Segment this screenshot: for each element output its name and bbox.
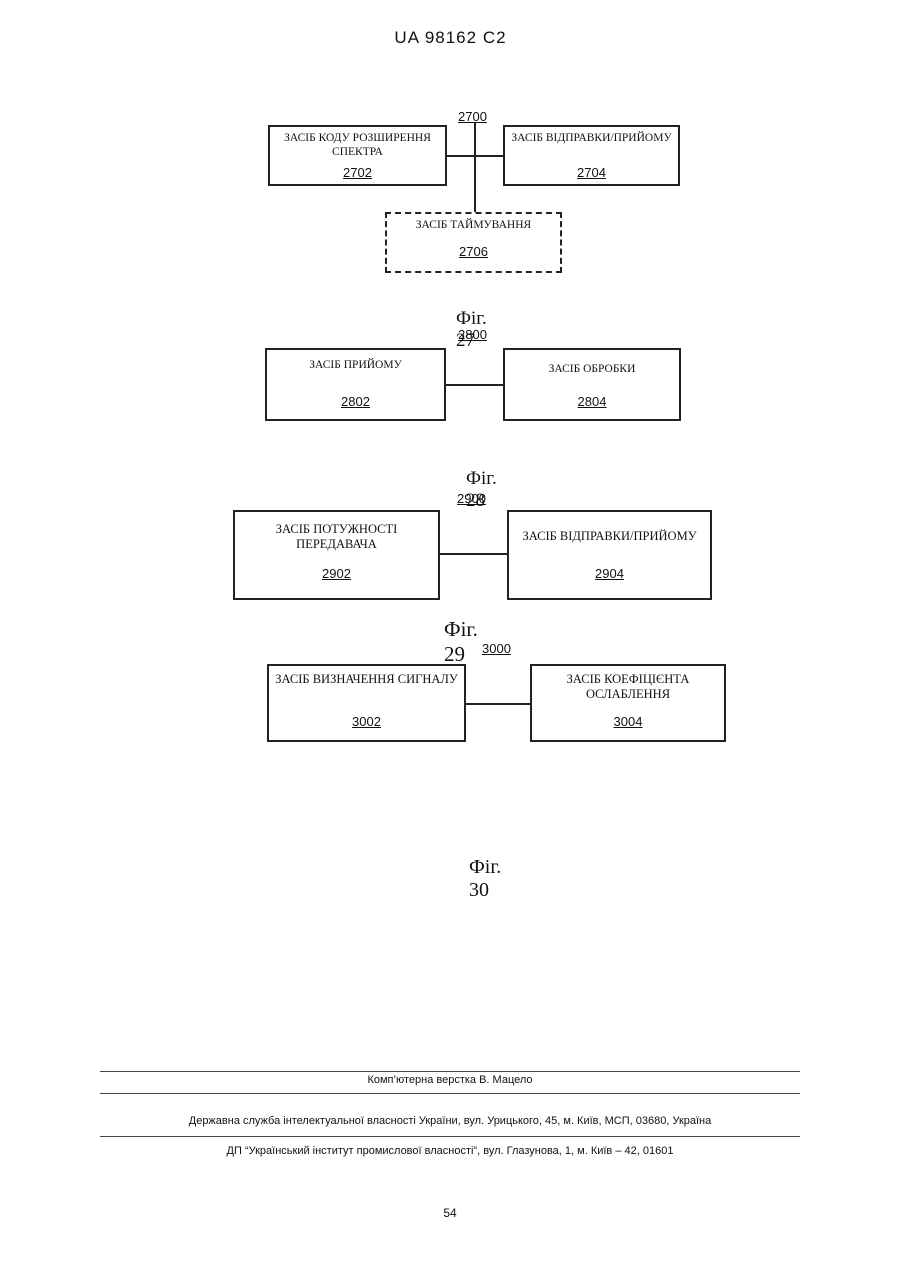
block-number: 2804 bbox=[505, 394, 679, 409]
connector-line bbox=[440, 553, 508, 555]
block-label: ЗАСІБ КОЕФІЦІЄНТА ОСЛАБЛЕННЯ bbox=[532, 672, 724, 702]
figure-30-caption: Фіг. 30 bbox=[469, 856, 501, 902]
block-number: 2704 bbox=[505, 165, 678, 180]
block-label: ЗАСІБ ПОТУЖНОСТІ ПЕРЕДАВАЧА bbox=[235, 522, 438, 552]
footer-layout-credit: Комп’ютерна верстка В. Мацело bbox=[100, 1074, 800, 1086]
block-3002: ЗАСІБ ВИЗНАЧЕННЯ СИГНАЛУ 3002 bbox=[267, 664, 466, 742]
figure-29-caption: Фіг. 29 bbox=[444, 617, 478, 667]
block-number: 2706 bbox=[387, 244, 560, 259]
block-2704: ЗАСІБ ВІДПРАВКИ/ПРИЙОМУ 2704 bbox=[503, 125, 680, 186]
block-label: ЗАСІБ ВИЗНАЧЕННЯ СИГНАЛУ bbox=[269, 672, 464, 687]
block-label: ЗАСІБ ПРИЙОМУ bbox=[267, 358, 444, 372]
block-label: ЗАСІБ ВІДПРАВКИ/ПРИЙОМУ bbox=[505, 131, 678, 145]
page-number: 54 bbox=[100, 1206, 800, 1220]
block-number: 2802 bbox=[267, 394, 444, 409]
footer-institute: ДП “Український інститут промислової вла… bbox=[100, 1145, 800, 1157]
block-label: ЗАСІБ КОДУ РОЗШИРЕННЯ СПЕКТРА bbox=[270, 131, 445, 159]
block-number: 2904 bbox=[509, 566, 710, 581]
figure-30-ref: 3000 bbox=[482, 641, 511, 656]
block-number: 2902 bbox=[235, 566, 438, 581]
footer-divider bbox=[100, 1136, 800, 1137]
block-number: 3004 bbox=[532, 714, 724, 729]
connector-line bbox=[466, 703, 531, 705]
figure-28-ref: 2800 bbox=[458, 327, 487, 342]
footer-divider bbox=[100, 1093, 800, 1094]
block-2706: ЗАСІБ ТАЙМУВАННЯ 2706 bbox=[385, 212, 562, 273]
ref-leader-line bbox=[474, 123, 476, 156]
footer-agency: Державна служба інтелектуальної власност… bbox=[100, 1115, 800, 1127]
figure-27-ref: 2700 bbox=[458, 109, 487, 124]
block-2904: ЗАСІБ ВІДПРАВКИ/ПРИЙОМУ 2904 bbox=[507, 510, 712, 600]
block-2702: ЗАСІБ КОДУ РОЗШИРЕННЯ СПЕКТРА 2702 bbox=[268, 125, 447, 186]
patent-number: UA 98162 C2 bbox=[0, 28, 901, 48]
block-3004: ЗАСІБ КОЕФІЦІЄНТА ОСЛАБЛЕННЯ 3004 bbox=[530, 664, 726, 742]
block-2804: ЗАСІБ ОБРОБКИ 2804 bbox=[503, 348, 681, 421]
footer-divider bbox=[100, 1071, 800, 1072]
figure-29-ref: 2900 bbox=[457, 491, 486, 506]
connector-line bbox=[446, 384, 504, 386]
block-2902: ЗАСІБ ПОТУЖНОСТІ ПЕРЕДАВАЧА 2902 bbox=[233, 510, 440, 600]
block-2802: ЗАСІБ ПРИЙОМУ 2802 bbox=[265, 348, 446, 421]
block-number: 3002 bbox=[269, 714, 464, 729]
connector-line bbox=[474, 155, 476, 213]
block-number: 2702 bbox=[270, 165, 445, 180]
block-label: ЗАСІБ ТАЙМУВАННЯ bbox=[387, 218, 560, 232]
block-label: ЗАСІБ ВІДПРАВКИ/ПРИЙОМУ bbox=[509, 529, 710, 544]
block-label: ЗАСІБ ОБРОБКИ bbox=[505, 362, 679, 376]
